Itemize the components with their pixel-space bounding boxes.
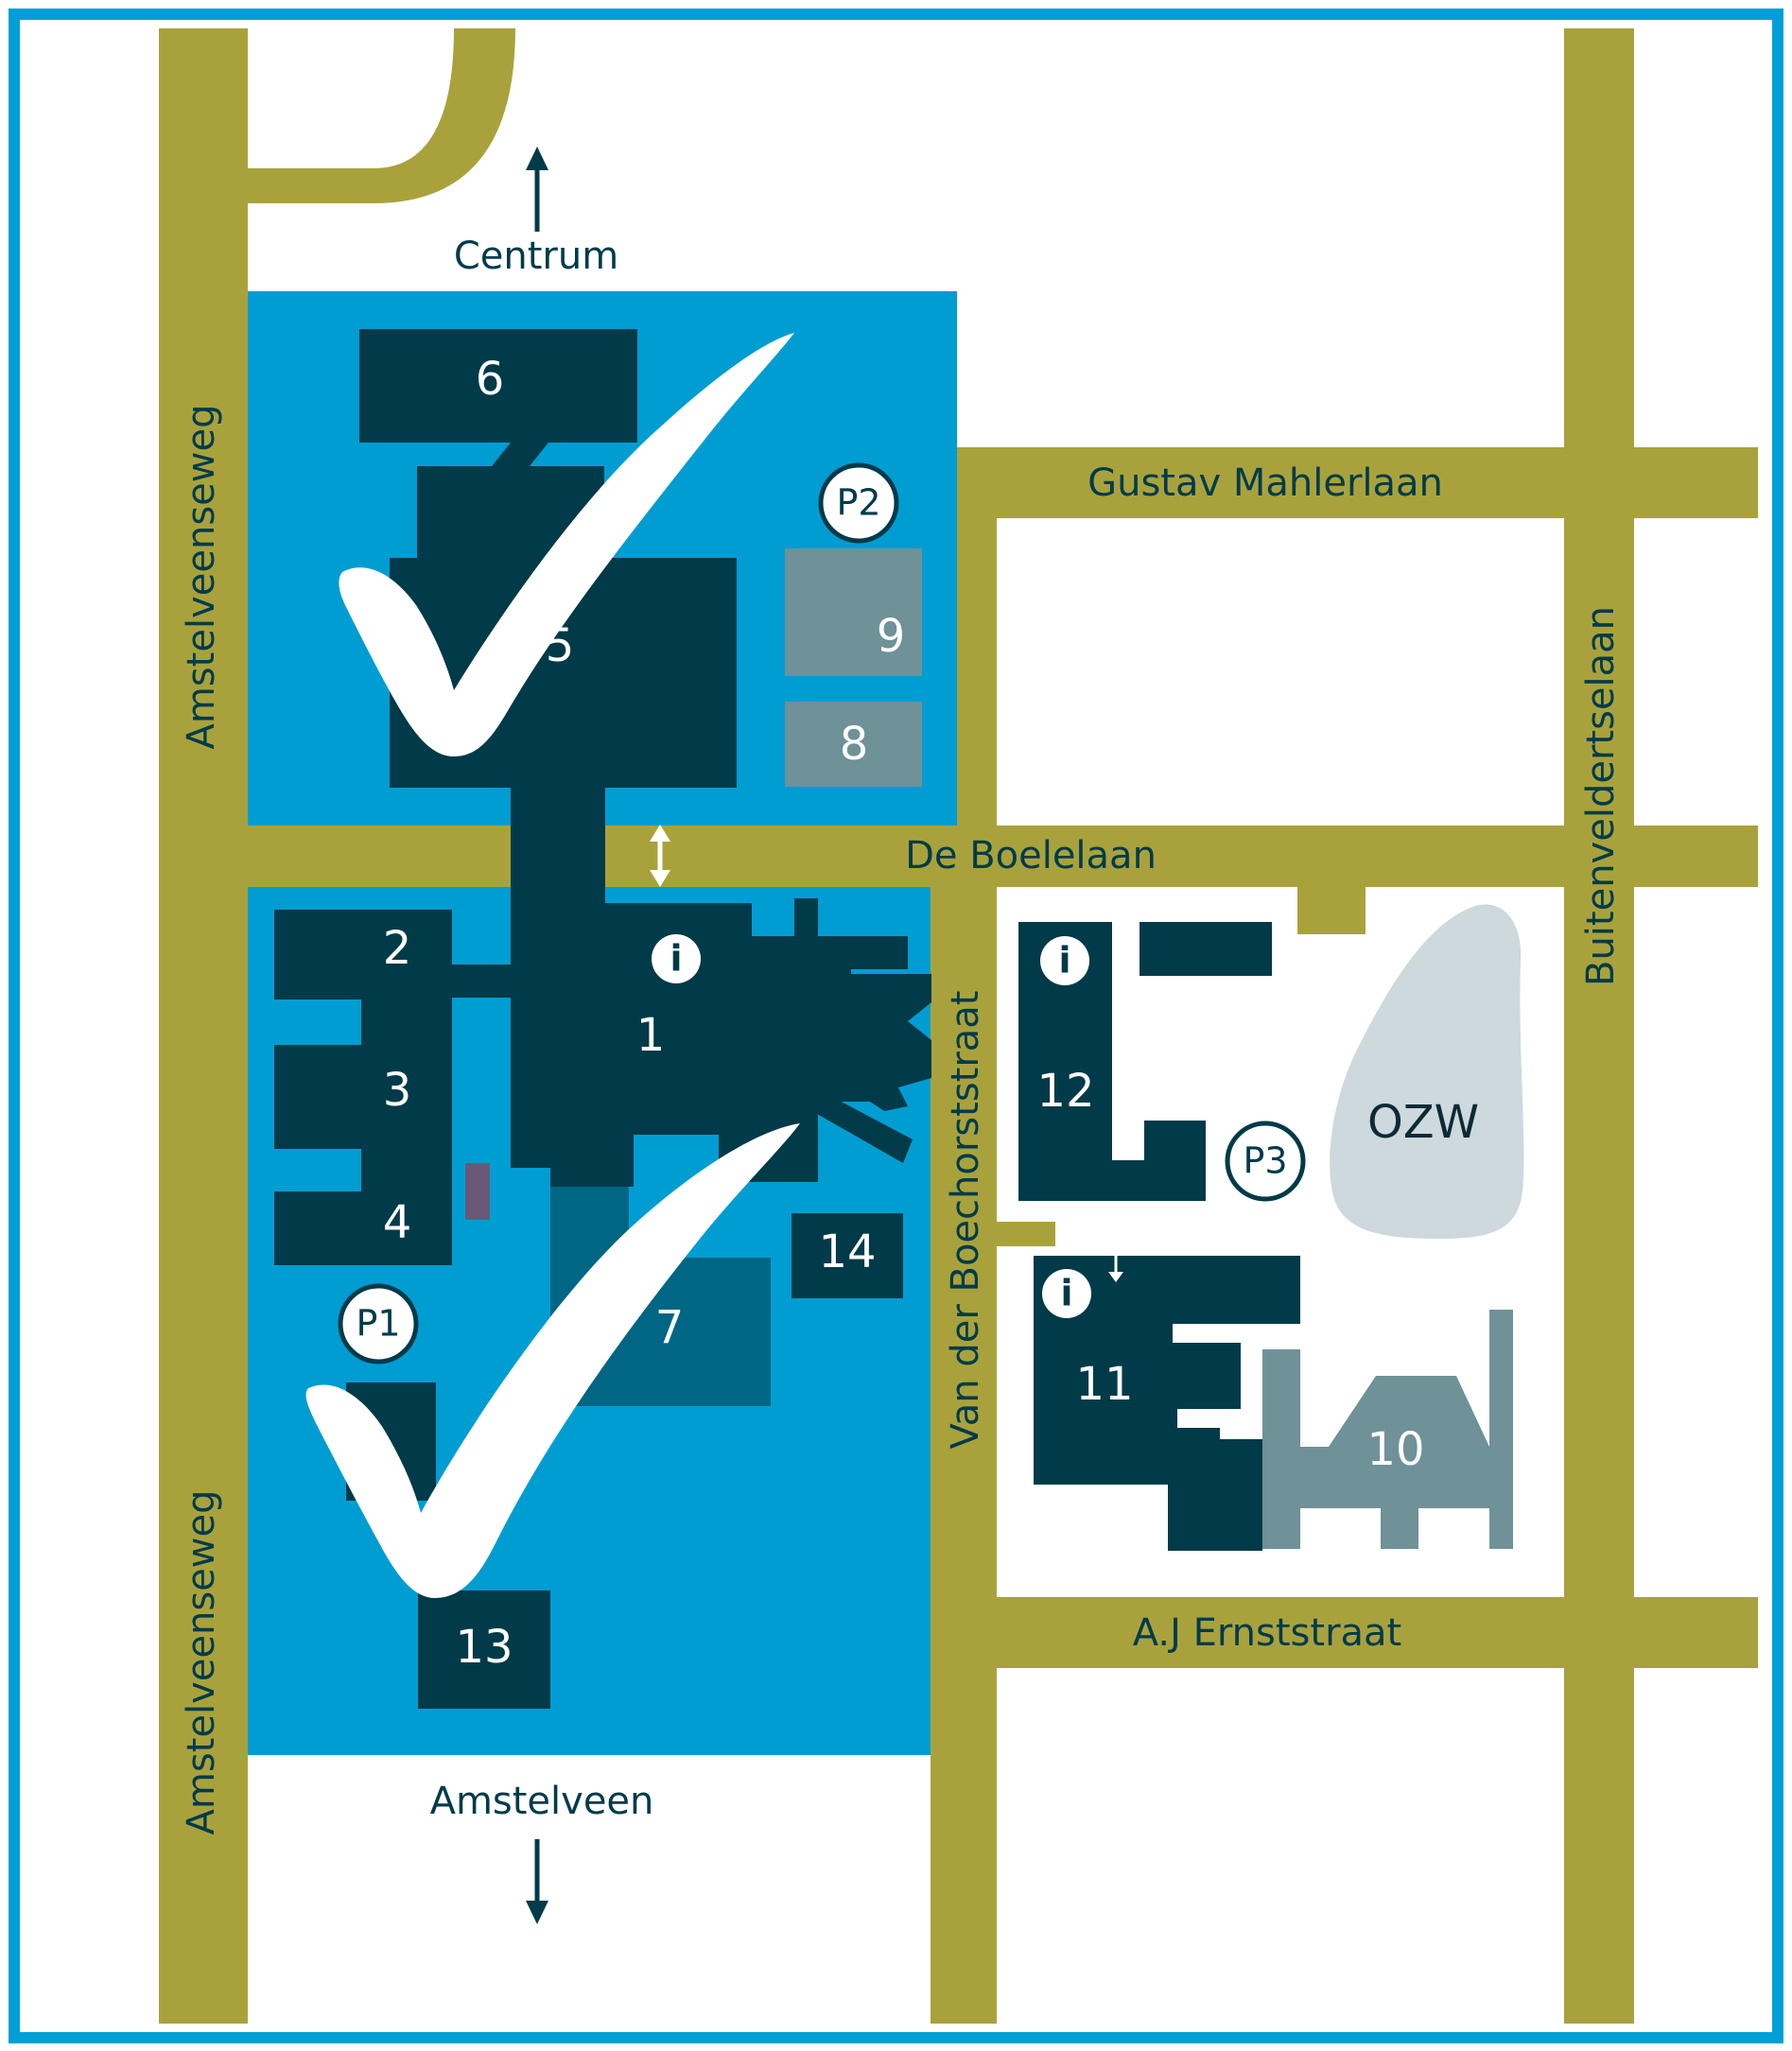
svg-text:i: i xyxy=(1060,1273,1072,1314)
parking-badge-p2: P2 xyxy=(818,462,899,544)
label-building-11: 11 xyxy=(1075,1358,1133,1411)
label-buitenveldertselaan: Buitenveldertselaan xyxy=(1579,606,1623,986)
info-icon: i xyxy=(1042,1269,1091,1318)
label-building-4: 4 xyxy=(383,1196,412,1249)
label-building-13: 13 xyxy=(455,1621,513,1674)
info-icon: i xyxy=(1040,936,1089,985)
label-ozw: OZW xyxy=(1367,1096,1479,1149)
highlight-marker xyxy=(465,1163,490,1220)
arrow-entrance-icon xyxy=(1108,1256,1123,1282)
label-building-3: 3 xyxy=(383,1064,412,1117)
checkmark-icon xyxy=(305,1123,800,1598)
label-building-12: 12 xyxy=(1036,1065,1094,1118)
label-building-1: 1 xyxy=(636,1009,666,1062)
label-amstelveenseweg-bottom: Amstelveenseweg xyxy=(180,1490,223,1835)
road-network xyxy=(159,28,1758,2024)
svg-text:i: i xyxy=(670,938,682,980)
svg-text:i: i xyxy=(1058,940,1070,982)
arrow-up-icon xyxy=(526,147,548,232)
label-amstelveenseweg-top: Amstelveenseweg xyxy=(180,405,223,750)
checkmark-icon xyxy=(339,333,794,756)
svg-text:P1: P1 xyxy=(356,1303,400,1345)
parking-badge-p1: P1 xyxy=(338,1283,419,1364)
label-building-2: 2 xyxy=(383,922,412,975)
arrow-down-icon xyxy=(526,1839,548,1924)
parking-badge-p3: P3 xyxy=(1225,1121,1306,1202)
double-arrow-icon xyxy=(650,825,670,887)
label-building-8: 8 xyxy=(840,718,869,771)
info-icon: i xyxy=(652,934,701,983)
building-8 xyxy=(785,702,922,787)
map-frame xyxy=(9,9,1783,2043)
label-de-boelelaan: De Boelelaan xyxy=(905,834,1157,878)
label-building-10: 10 xyxy=(1366,1423,1424,1476)
label-amstelveen: Amstelveen xyxy=(430,1780,654,1823)
label-building-7: 7 xyxy=(655,1301,685,1354)
label-building-14: 14 xyxy=(818,1225,876,1278)
svg-text:P2: P2 xyxy=(836,482,880,524)
label-centrum: Centrum xyxy=(454,235,618,278)
label-building-6: 6 xyxy=(476,353,505,406)
building-9 xyxy=(785,548,922,676)
ozw-area xyxy=(1330,904,1524,1239)
label-van-der-boechorststraat: Van der Boechorststraat xyxy=(944,991,987,1450)
label-aj-ernststraat: A.J Ernststraat xyxy=(1133,1611,1401,1655)
building-10 xyxy=(1262,1310,1513,1549)
label-building-9: 9 xyxy=(877,610,906,663)
svg-text:P3: P3 xyxy=(1243,1140,1287,1182)
label-gustav-mahlerlaan: Gustav Mahlerlaan xyxy=(1087,461,1443,505)
